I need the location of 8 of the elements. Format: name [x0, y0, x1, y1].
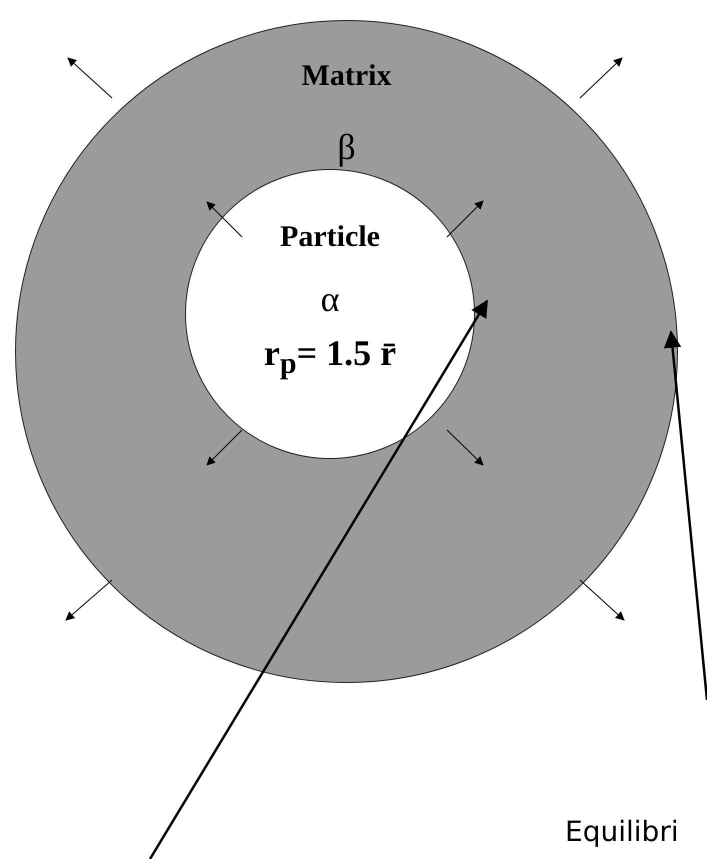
phase-symbol: α — [320, 278, 340, 320]
leader-line — [664, 330, 707, 700]
annotation-text: Equilibri — [565, 815, 679, 848]
phase-symbol: β — [337, 126, 356, 168]
leader-line — [148, 300, 488, 859]
region-label: Matrix — [302, 59, 392, 93]
radius-formula: r$_{p}$= 1.5 r̄ — [264, 332, 396, 382]
region-label: Particle — [280, 220, 380, 254]
